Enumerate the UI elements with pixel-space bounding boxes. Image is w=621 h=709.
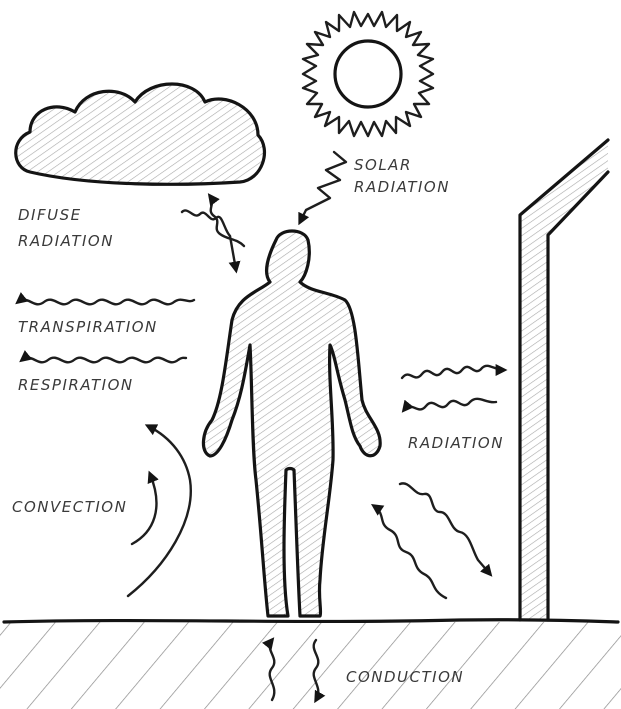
respiration-label: RESPIRATION — [18, 376, 134, 394]
convection-arrows — [128, 426, 191, 596]
diffuse-radiation-label-line2: RADIATION — [18, 232, 114, 250]
solar-radiation-label-line2: RADIATION — [354, 178, 450, 196]
ground — [0, 620, 621, 709]
transpiration-arrow — [18, 300, 194, 305]
transpiration-label: TRANSPIRATION — [18, 318, 158, 336]
radiation-label: RADIATION — [408, 434, 504, 452]
sun-icon — [303, 12, 433, 136]
figure-wall-radiation-arrows — [374, 483, 490, 598]
solar-radiation-label-line1: SOLAR — [354, 156, 412, 174]
cloud-icon — [16, 84, 265, 184]
human-figure — [203, 231, 380, 616]
wall-radiation-arrows — [402, 366, 504, 410]
diffuse-radiation-label-line1: DIFUSE — [18, 206, 82, 224]
convection-label: CONVECTION — [12, 498, 127, 516]
diffuse-radiation-arrows — [182, 196, 244, 270]
conduction-label: CONDUCTION — [346, 668, 464, 686]
respiration-arrow — [22, 358, 186, 363]
solar-radiation-arrow — [300, 152, 346, 222]
wall — [520, 140, 608, 620]
